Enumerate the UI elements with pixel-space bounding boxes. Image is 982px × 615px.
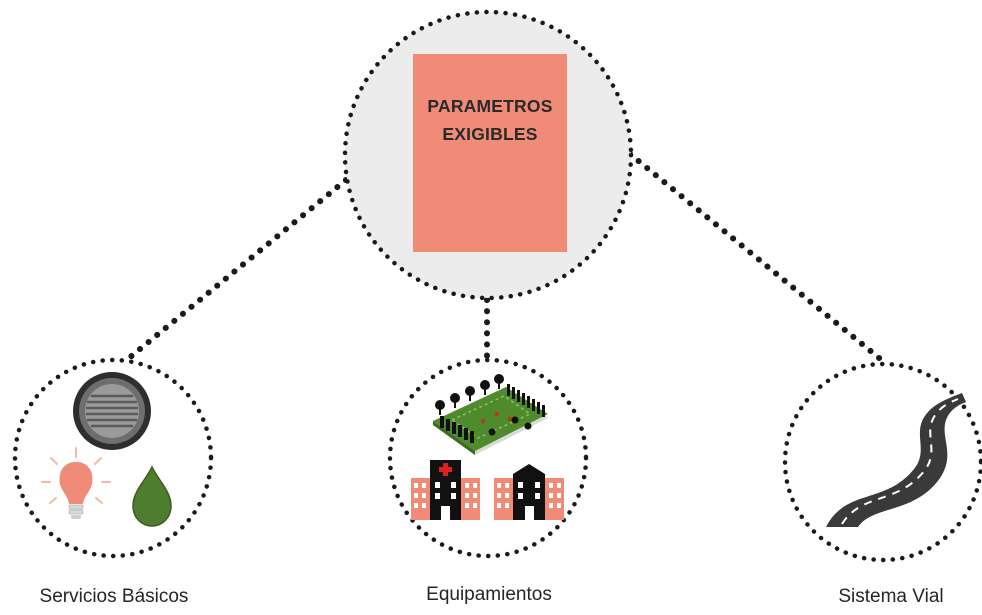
- center-title: PARAMETROS EXIGIBLES: [413, 92, 567, 148]
- office-building-icon: [494, 464, 564, 520]
- light-bulb-icon: [41, 447, 111, 519]
- connector-servicios: [120, 177, 349, 366]
- center-title-line1: PARAMETROS: [427, 96, 553, 116]
- equipamientos-circle: [387, 357, 589, 559]
- water-drop-icon: [132, 465, 172, 527]
- vial-label: Sistema Vial: [838, 586, 944, 607]
- vial-circle: [782, 361, 982, 563]
- park-icon: [433, 374, 548, 455]
- hospital-building-icon: [411, 460, 480, 520]
- road-icon: [826, 393, 966, 527]
- equipamientos-label: Equipamientos: [426, 584, 552, 605]
- manhole-cover-icon: [73, 372, 151, 450]
- center-box: [413, 54, 567, 252]
- connector-vial: [627, 151, 887, 365]
- center-title-line2: EXIGIBLES: [442, 124, 538, 144]
- servicios-label: Servicios Básicos: [39, 586, 189, 607]
